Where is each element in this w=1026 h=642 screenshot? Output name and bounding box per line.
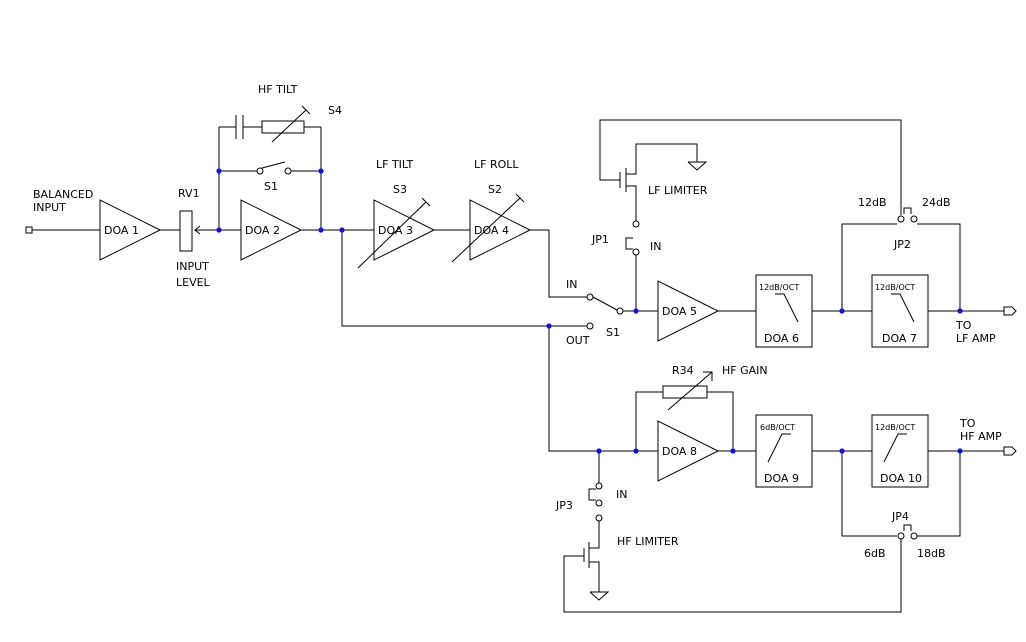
doa10-filter: 12dB/OCT DOA 10 <box>871 414 929 488</box>
junction-dot <box>957 448 963 454</box>
to-hf-label-line2: HF AMP <box>960 430 1002 443</box>
input-section: BALANCED INPUT DOA 1 RV1 INPUT LEVEL <box>25 187 219 289</box>
doa1-amplifier: DOA 1 <box>99 199 162 261</box>
junction-dot <box>633 448 639 454</box>
s3-label: S3 <box>393 183 407 196</box>
in-jp3-label: IN <box>616 488 627 501</box>
balanced-input-label-line2: INPUT <box>33 201 66 214</box>
in-jp1-label: IN <box>650 240 661 253</box>
jp4-label: JP4 <box>891 510 909 523</box>
s1-selector: S1 <box>586 293 658 339</box>
doa8-amplifier: DOA 8 <box>657 420 720 482</box>
doa6-label: DOA 6 <box>764 332 799 345</box>
balanced-input-terminal <box>25 226 33 234</box>
rv1-potentiometer: RV1 INPUT LEVEL <box>176 187 219 289</box>
doa10-slope: 12dB/OCT <box>875 423 915 432</box>
doa4-label: DOA 4 <box>474 224 509 237</box>
input-level-label-line2: LEVEL <box>176 276 211 289</box>
in-s1-label: IN <box>566 278 577 291</box>
lf-amp-output-terminal <box>1003 306 1017 316</box>
hf-limiter-section: JP3 IN HF LIMITER <box>555 451 679 601</box>
hf-limiter-fet: HF LIMITER <box>583 535 679 601</box>
doa9-slope: 6dB/OCT <box>760 423 795 432</box>
doa4-amplifier: DOA 4 S2 <box>451 183 532 263</box>
junction-dot <box>318 168 324 174</box>
junction-dot <box>216 168 222 174</box>
doa5-amplifier: DOA 5 <box>657 280 720 342</box>
lf-roll-label: LF ROLL <box>474 158 519 171</box>
to-hf-label-line1: TO <box>959 417 976 430</box>
hf-section: R34 HF GAIN DOA 8 6dB/OCT DOA 9 12dB/OCT… <box>548 326 1017 613</box>
doa8-label: DOA 8 <box>662 445 697 458</box>
doa2-amplifier: DOA 2 <box>240 199 303 261</box>
doa9-filter: 6dB/OCT DOA 9 <box>755 414 813 488</box>
junction-dot <box>546 323 552 329</box>
jp3-label: JP3 <box>555 499 573 512</box>
junction-dot <box>957 308 963 314</box>
s1-bottom-label: S1 <box>606 326 620 339</box>
hf-limiter-label: HF LIMITER <box>617 535 679 548</box>
junction-dot <box>216 227 222 233</box>
s4-variable-resistor: S4 <box>261 104 342 143</box>
doa5-label: DOA 5 <box>662 305 697 318</box>
r34-label: R34 <box>672 364 694 377</box>
jp4-switch: JP4 6dB 18dB <box>563 451 961 613</box>
lf-limiter-fet: LF LIMITER <box>599 119 902 215</box>
input-level-label-line1: INPUT <box>176 260 209 273</box>
doa7-slope: 12dB/OCT <box>875 283 915 292</box>
12db-top-label: 12dB <box>858 196 887 209</box>
balanced-input-label-line1: BALANCED <box>33 188 93 201</box>
lf-output-section: DOA 5 12dB/OCT DOA 6 12dB 24dB JP2 12dB/… <box>657 196 1017 348</box>
junction-dots <box>216 168 963 454</box>
doa2-label: DOA 2 <box>245 224 280 237</box>
doa1-label: DOA 1 <box>104 224 139 237</box>
hf-tilt-section: HF TILT S4 S1 <box>218 83 342 230</box>
lf-limiter-section: JP1 IN LF LIMITER <box>591 119 902 311</box>
doa10-label: DOA 10 <box>880 472 922 485</box>
18db-label: 18dB <box>917 547 946 560</box>
hf-tilt-capacitor <box>233 115 262 139</box>
junction-dot <box>318 227 324 233</box>
junction-dot <box>839 448 845 454</box>
hf-tilt-label: HF TILT <box>258 83 298 96</box>
junction-dot <box>730 448 736 454</box>
doa7-label: DOA 7 <box>882 332 917 345</box>
doa6-filter: 12dB/OCT DOA 6 <box>755 274 813 348</box>
s1-top-label: S1 <box>264 180 278 193</box>
doa9-label: DOA 9 <box>764 472 799 485</box>
to-lf-label-line1: TO <box>955 319 972 332</box>
s4-label: S4 <box>328 104 342 117</box>
junction-dot <box>596 448 602 454</box>
main-chain: DOA 2 LF TILT DOA 3 S3 LF ROLL DOA 4 S2 … <box>219 158 590 347</box>
junction-dot <box>633 308 639 314</box>
junction-dot <box>839 308 845 314</box>
hf-amp-output-terminal <box>1003 446 1017 456</box>
doa3-label: DOA 3 <box>378 224 413 237</box>
hf-gain-label: HF GAIN <box>722 364 768 377</box>
lf-limiter-label: LF LIMITER <box>648 184 708 197</box>
jp1-label: JP1 <box>591 233 609 246</box>
to-lf-label-line2: LF AMP <box>956 332 996 345</box>
jp2-label: JP2 <box>893 238 911 251</box>
lf-tilt-label: LF TILT <box>376 158 414 171</box>
s2-label: S2 <box>488 183 502 196</box>
doa7-filter: 12dB/OCT DOA 7 <box>871 274 929 348</box>
r34-hf-gain: R34 HF GAIN <box>635 364 768 451</box>
s1-hf-tilt-switch: S1 <box>219 161 321 193</box>
rv1-label: RV1 <box>178 187 200 200</box>
doa3-amplifier: DOA 3 S3 <box>357 183 436 269</box>
24db-label: 24dB <box>922 196 951 209</box>
out-s1-label: OUT <box>566 334 590 347</box>
junction-dot <box>339 227 345 233</box>
doa6-slope: 12dB/OCT <box>759 283 799 292</box>
6db-label: 6dB <box>864 547 886 560</box>
